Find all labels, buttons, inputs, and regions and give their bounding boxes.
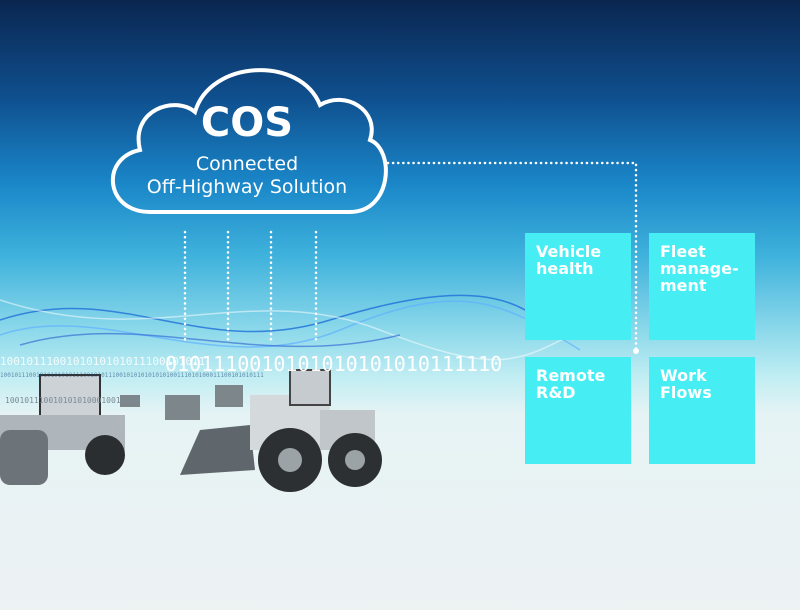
binary-stream-large: 0101110010101010101010111110 [165, 352, 503, 376]
cloud-title: COS [200, 100, 294, 146]
tile-label: Remote R&D [536, 366, 606, 402]
distant-machines-illustration [120, 385, 243, 420]
connector-lines [183, 161, 638, 352]
data-waves [0, 294, 601, 361]
binary-stream-small: 1001011100101010101011100101011 [0, 355, 206, 368]
cloud-outline [111, 68, 388, 214]
tile-label: Vehicle health [536, 242, 602, 278]
binary-stream-lower: 1001011100101010100010011010 [5, 396, 140, 405]
binary-stream-tiny: 1001011100101010101011100101011100101010… [0, 372, 264, 379]
tile-label: Work Flows [660, 366, 712, 402]
cloud-subtitle-line1: Connected [195, 153, 299, 175]
connector-end-dot [633, 348, 639, 354]
tile-label: Fleet manage-ment [660, 242, 739, 295]
tile-remote-rd: Remote R&D [525, 357, 631, 464]
road-roller-illustration [0, 374, 125, 485]
tile-work-flows: Work Flows [649, 357, 755, 464]
cloud-subtitle-line2: Off-Highway Solution [146, 176, 348, 198]
wheel-loader-illustration [180, 369, 382, 492]
tile-vehicle-health: Vehicle health [525, 233, 631, 340]
tile-fleet-management: Fleet manage-ment [649, 233, 755, 340]
